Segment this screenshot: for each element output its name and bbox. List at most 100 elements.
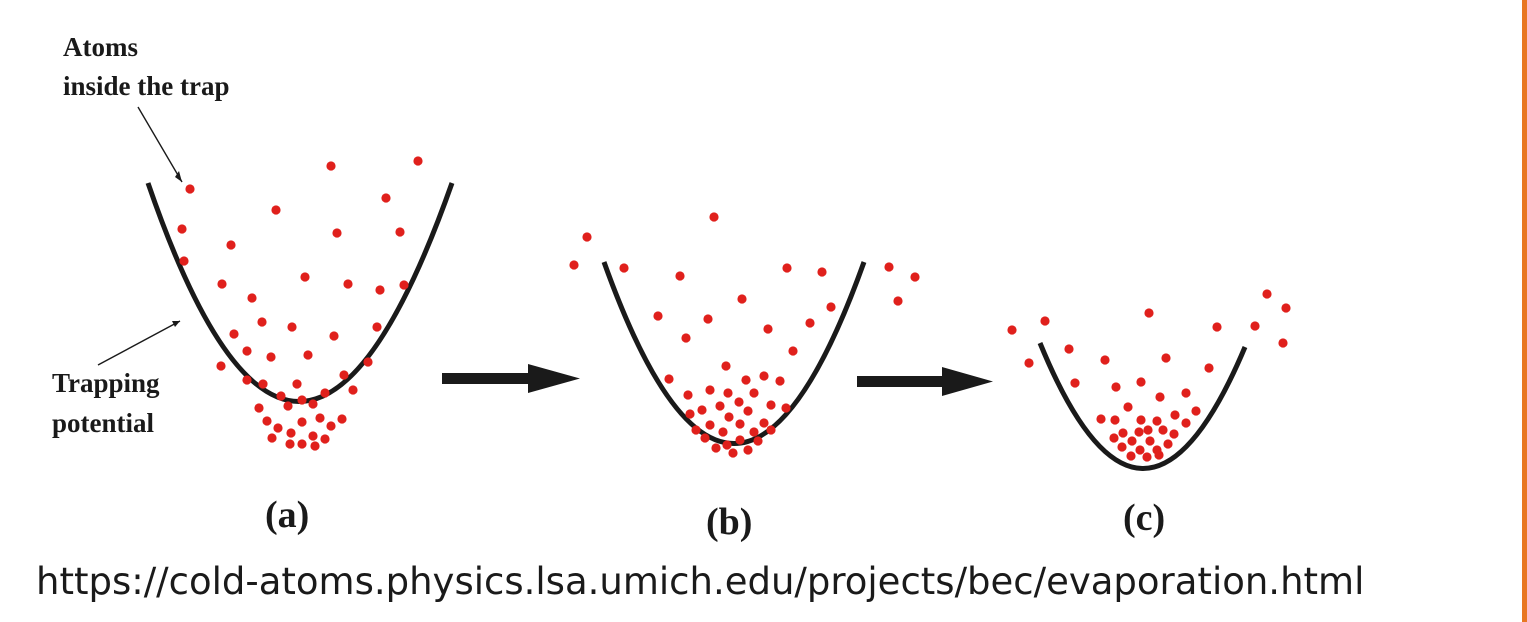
atom-a-9 xyxy=(179,256,189,266)
atom-a-38 xyxy=(297,417,307,427)
atom-b-24 xyxy=(683,390,693,400)
arrow-a-to-b xyxy=(442,364,580,393)
atom-a-14 xyxy=(399,280,409,290)
panel-label-b: (b) xyxy=(706,501,752,543)
atom-a-0 xyxy=(185,184,195,194)
trap-annotation-line2: potential xyxy=(52,408,155,438)
trap-leader-arrowhead xyxy=(172,321,180,327)
atom-b-12 xyxy=(653,311,663,321)
atom-b-28 xyxy=(715,401,725,411)
atom-c-12 xyxy=(1204,363,1214,373)
atom-a-21 xyxy=(242,346,252,356)
atom-a-18 xyxy=(229,329,239,339)
atom-c-6 xyxy=(1007,325,1017,335)
atom-c-18 xyxy=(1123,402,1133,412)
atom-c-24 xyxy=(1181,418,1191,428)
atom-a-19 xyxy=(372,322,382,332)
atoms-annotation-line1: Atoms xyxy=(63,32,138,62)
atom-b-32 xyxy=(743,406,753,416)
atom-a-1 xyxy=(326,161,336,171)
atom-b-9 xyxy=(737,294,747,304)
atom-a-3 xyxy=(271,205,281,215)
atom-b-10 xyxy=(893,296,903,306)
atom-b-44 xyxy=(722,440,732,450)
atom-group-a xyxy=(177,156,423,451)
atom-c-23 xyxy=(1136,415,1146,425)
atom-a-49 xyxy=(285,439,295,449)
atom-a-36 xyxy=(283,401,293,411)
atom-b-46 xyxy=(711,443,721,453)
atom-b-13 xyxy=(703,314,713,324)
trap-curve-c xyxy=(1037,342,1248,471)
atom-b-38 xyxy=(691,425,701,435)
atom-c-36 xyxy=(1135,445,1145,455)
atom-b-40 xyxy=(718,427,728,437)
atom-c-17 xyxy=(1155,392,1165,402)
atom-c-29 xyxy=(1158,425,1168,435)
atom-a-46 xyxy=(320,434,330,444)
atom-b-34 xyxy=(724,412,734,422)
atom-c-20 xyxy=(1191,406,1201,416)
atom-a-41 xyxy=(326,421,336,431)
atom-c-30 xyxy=(1169,429,1179,439)
atom-c-0 xyxy=(1262,289,1272,299)
accent-bar xyxy=(1522,0,1527,622)
atom-a-26 xyxy=(339,370,349,380)
evaporative-cooling-diagram: Atoms inside the trap Trapping potential… xyxy=(52,32,1291,543)
atom-c-14 xyxy=(1070,378,1080,388)
atom-b-47 xyxy=(743,445,753,455)
atom-b-43 xyxy=(735,435,745,445)
atom-a-11 xyxy=(217,279,227,289)
atoms-annotation-line2: inside the trap xyxy=(63,71,230,101)
atom-b-19 xyxy=(664,374,674,384)
atom-a-31 xyxy=(276,391,286,401)
atom-a-24 xyxy=(363,357,373,367)
panel-label-c: (c) xyxy=(1123,497,1165,539)
atom-b-35 xyxy=(705,420,715,430)
atom-a-8 xyxy=(395,227,405,237)
arrow-b-to-c xyxy=(857,367,993,396)
atom-b-33 xyxy=(685,409,695,419)
atom-a-35 xyxy=(254,403,264,413)
atom-a-22 xyxy=(303,350,313,360)
atom-a-15 xyxy=(247,293,257,303)
atom-a-34 xyxy=(308,399,318,409)
atom-a-43 xyxy=(286,428,296,438)
atom-b-26 xyxy=(749,388,759,398)
atom-b-7 xyxy=(884,262,894,272)
atom-a-32 xyxy=(348,385,358,395)
atom-b-39 xyxy=(749,427,759,437)
atom-a-10 xyxy=(300,272,310,282)
atom-a-17 xyxy=(287,322,297,332)
atom-c-3 xyxy=(1144,308,1154,318)
atoms-leader-line xyxy=(137,106,183,183)
atom-c-22 xyxy=(1110,415,1120,425)
atom-b-15 xyxy=(763,324,773,334)
atom-a-23 xyxy=(266,352,276,362)
atom-c-26 xyxy=(1118,428,1128,438)
atom-b-29 xyxy=(766,400,776,410)
atom-b-14 xyxy=(805,318,815,328)
atom-a-47 xyxy=(297,439,307,449)
atom-b-6 xyxy=(817,267,827,277)
atom-a-27 xyxy=(242,375,252,385)
atoms-leader-arrowhead xyxy=(175,171,182,182)
atom-b-45 xyxy=(753,436,763,446)
atom-b-23 xyxy=(705,385,715,395)
atom-a-28 xyxy=(258,379,268,389)
atom-a-2 xyxy=(413,156,423,166)
atom-c-27 xyxy=(1134,427,1144,437)
atom-b-25 xyxy=(723,388,733,398)
atom-b-27 xyxy=(734,397,744,407)
atom-a-29 xyxy=(292,379,302,389)
atom-b-21 xyxy=(759,371,769,381)
atom-c-9 xyxy=(1100,355,1110,365)
atom-c-38 xyxy=(1126,451,1136,461)
atom-a-45 xyxy=(267,433,277,443)
atom-a-16 xyxy=(257,317,267,327)
atom-c-40 xyxy=(1154,450,1164,460)
atom-c-34 xyxy=(1163,439,1173,449)
atom-a-30 xyxy=(320,388,330,398)
atom-c-15 xyxy=(1111,382,1121,392)
atom-c-1 xyxy=(1281,303,1291,313)
